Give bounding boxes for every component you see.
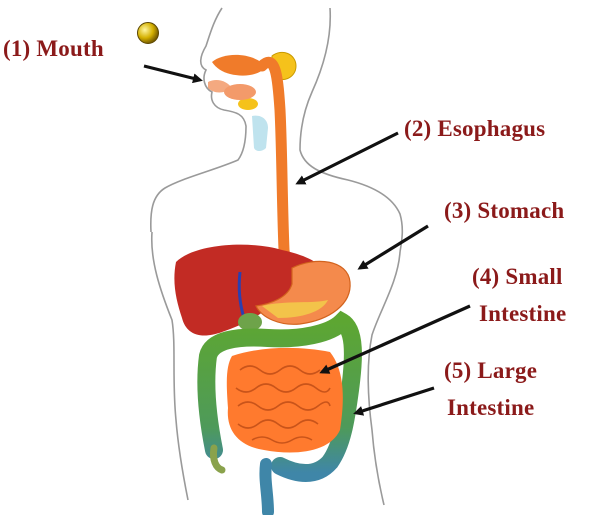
arrow-stomach	[357, 224, 429, 270]
tongue	[224, 84, 256, 100]
food-bolus-icon	[137, 22, 159, 44]
arrow-small-intestine	[319, 304, 471, 374]
large-intestine	[197, 310, 362, 482]
liver	[174, 244, 324, 336]
small-intestine-folds	[235, 365, 331, 444]
appendix	[210, 444, 226, 474]
rectum	[259, 458, 274, 515]
label-mouth: (1) Mouth	[3, 36, 104, 61]
sublingual-gland	[238, 98, 258, 110]
pancreas	[262, 300, 328, 318]
label-esophagus: (2) Esophagus	[404, 116, 546, 141]
arrow-mouth	[143, 64, 203, 84]
label-large-intestine-line1: (5) Large	[444, 358, 538, 383]
label-stomach: (3) Stomach	[444, 198, 565, 223]
gallbladder	[238, 313, 262, 331]
arrow-esophagus	[295, 131, 399, 185]
trachea	[252, 115, 268, 151]
label-small-intestine-line2: Intestine	[479, 301, 567, 326]
label-large-intestine-line2: Intestine	[447, 395, 535, 420]
small-intestine	[226, 347, 343, 453]
body-outline	[149, 7, 404, 506]
pointer-arrows	[143, 64, 471, 416]
label-small-intestine-line1: (4) Small	[472, 264, 563, 289]
oral-cavity	[212, 54, 266, 76]
arrow-large-intestine	[353, 386, 435, 416]
